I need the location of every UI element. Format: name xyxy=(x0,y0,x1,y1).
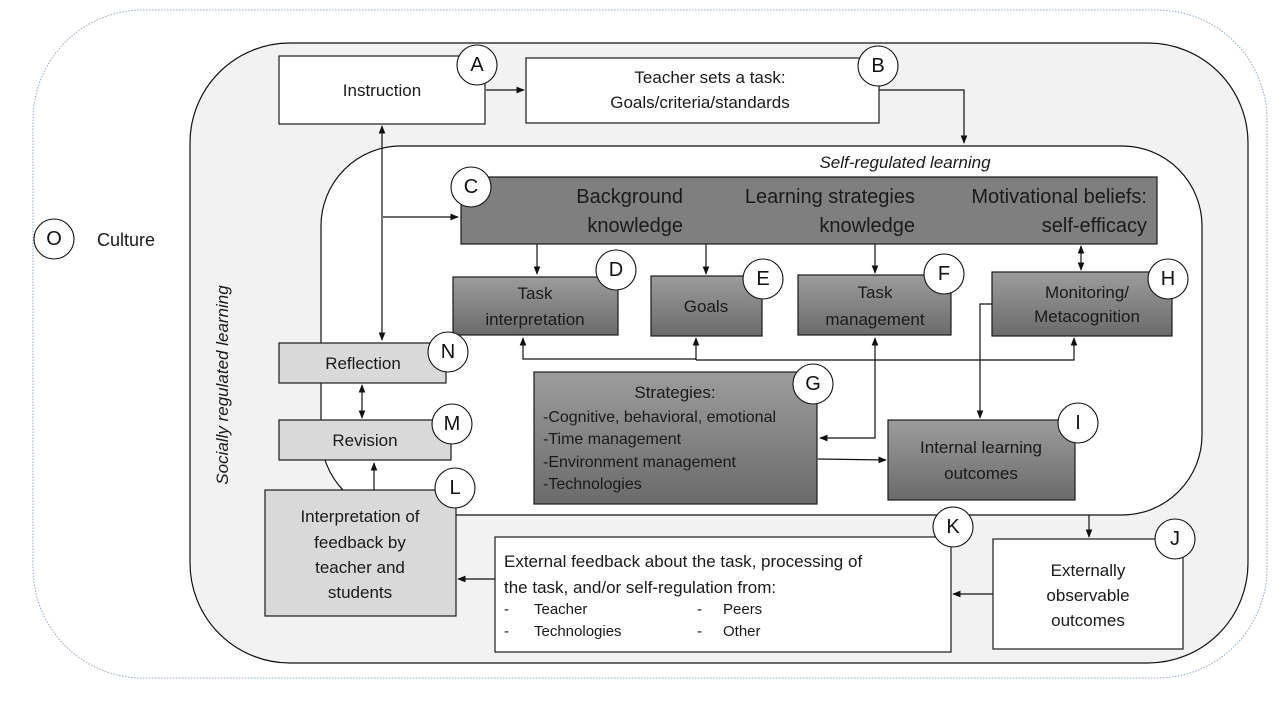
badge-l: L xyxy=(434,467,476,509)
svg-text:knowledge: knowledge xyxy=(587,215,683,237)
svg-text:Learning strategies: Learning strategies xyxy=(745,186,915,208)
svg-text:J: J xyxy=(1170,528,1180,550)
svg-text:Instruction: Instruction xyxy=(343,81,421,100)
badge-e: E xyxy=(742,258,784,300)
node-reflection: Reflection N xyxy=(278,331,469,384)
node-external-feedback: External feedback about the task, proces… xyxy=(494,506,974,653)
svg-text:M: M xyxy=(444,413,461,435)
node-interpretation-of-feedback: Interpretation of feedback by teacher an… xyxy=(264,467,476,617)
svg-text:D: D xyxy=(609,259,623,281)
node-strategies: Strategies: -Cognitive, behavioral, emot… xyxy=(533,363,834,505)
badge-i: I xyxy=(1057,402,1099,444)
svg-text:-Environment management: -Environment management xyxy=(543,454,737,471)
svg-text:Internal learning: Internal learning xyxy=(920,438,1042,457)
svg-text:K: K xyxy=(946,516,960,538)
svg-text:G: G xyxy=(805,373,821,395)
node-monitoring-metacognition: Monitoring/ Metacognition H xyxy=(991,258,1189,337)
svg-text:Reflection: Reflection xyxy=(325,354,401,373)
node-revision: Revision M xyxy=(278,403,473,461)
badge-j: J xyxy=(1154,518,1196,560)
node-goals: Goals E xyxy=(650,258,784,337)
badge-f: F xyxy=(923,253,965,295)
badge-g: G xyxy=(792,363,834,405)
svg-text:E: E xyxy=(756,268,769,290)
source-technologies: Technologies xyxy=(534,623,622,640)
svg-text:A: A xyxy=(470,54,484,76)
svg-text:Monitoring/: Monitoring/ xyxy=(1045,283,1129,302)
svg-text:Externally: Externally xyxy=(1051,561,1126,580)
svg-text:feedback by: feedback by xyxy=(314,533,406,552)
culture-label: Culture xyxy=(97,230,155,250)
badge-k: K xyxy=(932,506,974,548)
svg-text:outcomes: outcomes xyxy=(1051,611,1125,630)
svg-text:outcomes: outcomes xyxy=(944,464,1018,483)
svg-text:Interpretation of: Interpretation of xyxy=(300,507,419,526)
svg-text:Teacher sets a task:: Teacher sets a task: xyxy=(634,68,785,87)
badge-d: D xyxy=(595,249,637,291)
svg-text:Background: Background xyxy=(576,186,683,208)
node-task-interpretation: Task interpretation D xyxy=(452,249,637,336)
svg-text:External feedback about the ta: External feedback about the task, proces… xyxy=(504,552,862,571)
svg-text:students: students xyxy=(328,583,392,602)
badge-a: A xyxy=(456,44,498,86)
svg-text:C: C xyxy=(464,176,478,198)
badge-n: N xyxy=(427,331,469,373)
svg-text:-Cognitive, behavioral, emotio: -Cognitive, behavioral, emotional xyxy=(543,409,776,426)
svg-text:Metacognition: Metacognition xyxy=(1034,307,1140,326)
svg-text:Strategies:: Strategies: xyxy=(634,383,715,402)
svg-text:Goals: Goals xyxy=(684,297,728,316)
svg-text:Goals/criteria/standards: Goals/criteria/standards xyxy=(610,93,790,112)
node-knowledge-beliefs: Background knowledge Learning strategies… xyxy=(450,166,1158,245)
svg-text:O: O xyxy=(46,228,62,250)
self-regulated-label: Self-regulated learning xyxy=(819,153,991,172)
badge-b: B xyxy=(857,45,899,87)
svg-text:-Technologies: -Technologies xyxy=(543,476,642,493)
svg-text:interpretation: interpretation xyxy=(485,310,584,329)
svg-text:-: - xyxy=(504,623,509,640)
svg-text:F: F xyxy=(938,263,950,285)
node-externally-observable-outcomes: Externally observable outcomes J xyxy=(992,518,1196,650)
svg-text:H: H xyxy=(1161,268,1175,290)
svg-text:Task: Task xyxy=(518,284,553,303)
badge-h: H xyxy=(1147,258,1189,300)
svg-text:self-efficacy: self-efficacy xyxy=(1042,215,1147,237)
socially-regulated-label: Socially regulated learning xyxy=(213,285,232,485)
svg-text:N: N xyxy=(441,341,455,363)
svg-text:teacher and: teacher and xyxy=(315,558,405,577)
badge-o: O xyxy=(33,218,75,260)
svg-text:L: L xyxy=(449,477,460,499)
node-instruction: Instruction A xyxy=(278,44,498,125)
svg-text:I: I xyxy=(1075,412,1081,434)
badge-c: C xyxy=(450,166,492,208)
svg-text:Motivational beliefs:: Motivational beliefs: xyxy=(971,186,1147,208)
svg-text:-: - xyxy=(504,601,509,618)
svg-text:B: B xyxy=(871,55,884,77)
source-other: Other xyxy=(723,623,761,640)
badge-m: M xyxy=(431,403,473,445)
svg-text:-Time management: -Time management xyxy=(543,431,682,448)
svg-text:-: - xyxy=(697,601,702,618)
svg-text:observable: observable xyxy=(1046,586,1129,605)
source-teacher: Teacher xyxy=(534,601,587,618)
svg-text:management: management xyxy=(825,310,925,329)
node-task-management: Task management F xyxy=(797,253,965,336)
node-teacher-sets-task: Teacher sets a task: Goals/criteria/stan… xyxy=(525,45,899,124)
svg-text:-: - xyxy=(697,623,702,640)
svg-text:the task, and/or self-regulati: the task, and/or self-regulation from: xyxy=(504,578,776,597)
source-peers: Peers xyxy=(723,601,762,618)
node-internal-learning-outcomes: Internal learning outcomes I xyxy=(887,402,1099,501)
connectors xyxy=(358,86,1093,598)
svg-text:Task: Task xyxy=(858,283,893,302)
svg-text:Revision: Revision xyxy=(332,431,397,450)
svg-text:knowledge: knowledge xyxy=(819,215,915,237)
